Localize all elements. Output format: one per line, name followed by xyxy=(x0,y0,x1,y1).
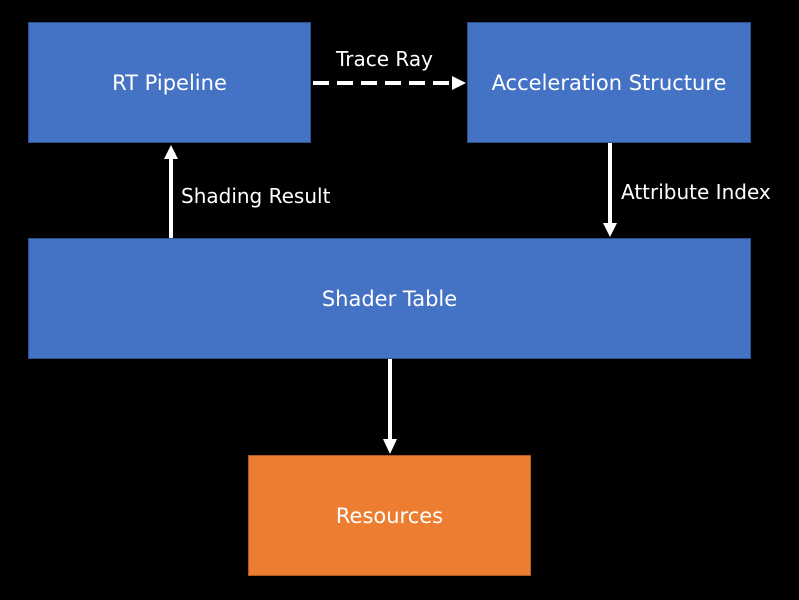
shading-result-label: Shading Result xyxy=(181,184,331,208)
trace-ray-arrowhead xyxy=(452,76,466,90)
resources-label: Resources xyxy=(335,503,444,528)
acceleration-structure-label: Acceleration Structure xyxy=(491,70,727,95)
acceleration-structure-node: Acceleration Structure xyxy=(467,22,751,143)
attribute-index-arrowhead xyxy=(603,223,617,237)
resources-node: Resources xyxy=(248,455,531,576)
shader-table-node: Shader Table xyxy=(28,238,751,359)
rt-pipeline-node: RT Pipeline xyxy=(28,22,311,143)
trace-ray-label: Trace Ray xyxy=(336,47,433,71)
attribute-index-label: Attribute Index xyxy=(621,180,771,204)
resources-arrowhead xyxy=(383,439,397,454)
shading-result-arrowhead xyxy=(164,145,178,159)
shader-table-label: Shader Table xyxy=(321,286,458,311)
rt-pipeline-label: RT Pipeline xyxy=(112,70,227,95)
